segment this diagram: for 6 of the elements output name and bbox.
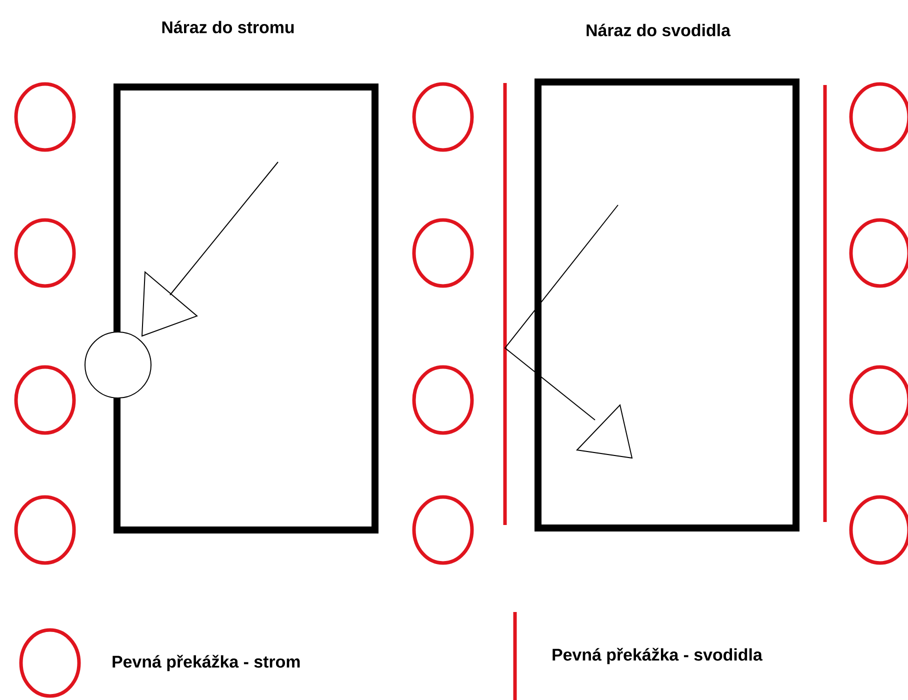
road-box: Náraz do svodidla (534, 24, 800, 532)
legend-text: Pevná překážka - strom (112, 654, 300, 672)
node-label: Náraz do stromu (162, 20, 294, 34)
node-label: Náraz do svodidla (586, 24, 731, 36)
legend-text: Pevná překážka - svodidla (552, 648, 762, 664)
road-box: Náraz do stromu (114, 20, 378, 534)
